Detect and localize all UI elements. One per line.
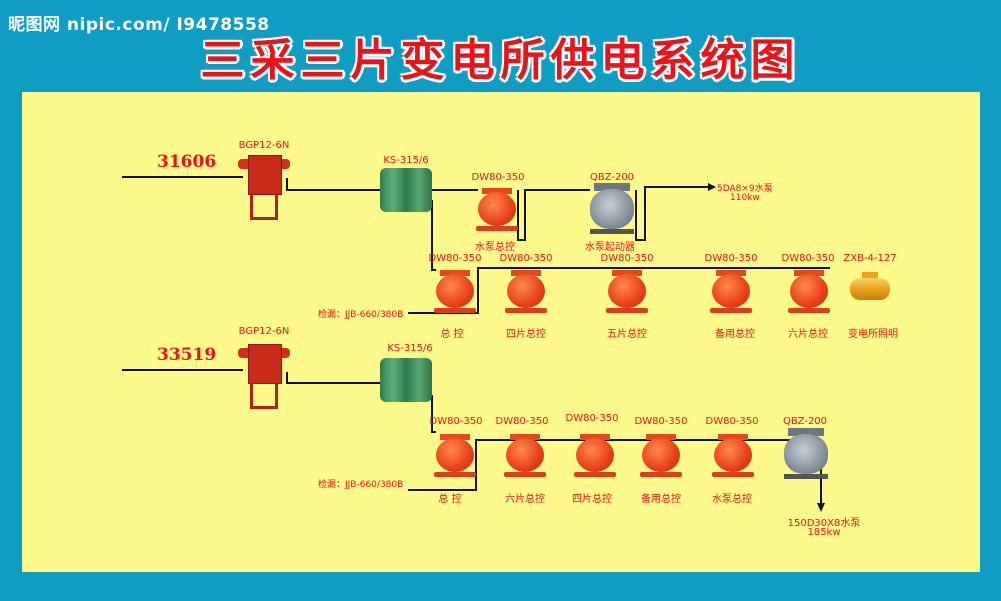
lighting-transformer-icon — [850, 270, 890, 304]
breaker-model: DW80-350 — [428, 253, 482, 264]
bgp-switchgear-icon — [238, 155, 290, 221]
breaker-label: 四片总控 — [506, 329, 546, 340]
switch-label: BGP12-6N — [238, 140, 290, 151]
pump-breaker-label: 水泵总控 — [475, 242, 515, 253]
breaker-model: DW80-350 — [600, 253, 654, 264]
breaker-icon — [434, 268, 476, 314]
switch-label: BGP12-6N — [238, 326, 290, 337]
breaker-model: DW80-350 — [499, 253, 553, 264]
breaker-label: 四片总控 — [572, 494, 612, 505]
breaker-label: 五片总控 — [607, 329, 647, 340]
breaker-label: 总 控 — [440, 329, 464, 340]
transformer-label: KS-315/6 — [383, 155, 429, 166]
watermark: 昵图网 nipic.com/ I9478558 — [8, 15, 270, 35]
bgp-switchgear-icon — [238, 344, 290, 410]
breaker-icon — [606, 268, 648, 314]
breaker-model: DW80-350 — [781, 253, 835, 264]
leak-detector-label: 检漏：JJB-660/380B — [318, 480, 404, 490]
breaker-icon — [434, 432, 476, 478]
breaker-model: DW80-350 — [429, 416, 483, 427]
pump-load-label: 150D30X8水泵 — [787, 518, 861, 529]
breaker-model: DW80-350 — [704, 253, 758, 264]
breaker-label: 六片总控 — [788, 329, 828, 340]
breaker-icon — [788, 268, 830, 314]
breaker-model: DW80-350 — [565, 413, 619, 424]
feeder-33519-label: 33519 — [157, 345, 217, 365]
breaker-label: 总 控 — [438, 494, 462, 505]
pump-breaker-model: DW80-350 — [471, 172, 525, 183]
transformer-label: KS-315/6 — [387, 343, 433, 354]
breaker-icon — [710, 268, 752, 314]
feeder-31606-label: 31606 — [157, 152, 217, 172]
pump-load-power: 185kw — [807, 527, 841, 538]
lighting-label: 变电所照明 — [848, 329, 898, 340]
starter-model: QBZ-200 — [782, 416, 828, 427]
starter-icon — [588, 183, 636, 235]
breaker-model: DW80-350 — [634, 416, 688, 427]
breaker-label: 备用总控 — [715, 329, 755, 340]
pump-load-power: 110kw — [730, 193, 760, 203]
transformer-icon — [380, 358, 432, 402]
breaker-icon — [640, 432, 682, 478]
breaker-label: 备用总控 — [641, 494, 681, 505]
breaker-icon — [504, 432, 546, 478]
page-title: 三采三片变电所供电系统图 — [200, 35, 801, 86]
breaker-icon — [505, 268, 547, 314]
pump-load-label: 5DA8×9水泵 — [717, 184, 773, 194]
breaker-icon — [574, 432, 616, 478]
starter-label: 水泵起动器 — [585, 242, 635, 253]
breaker-label: 六片总控 — [505, 494, 545, 505]
breaker-icon — [476, 186, 518, 232]
starter-icon — [782, 428, 830, 480]
breaker-label: 水泵总控 — [712, 494, 752, 505]
starter-model: QBZ-200 — [589, 172, 635, 183]
breaker-model: DW80-350 — [705, 416, 759, 427]
breaker-icon — [712, 432, 754, 478]
leak-detector-label: 检漏：JJB-660/380B — [318, 310, 404, 320]
breaker-model: DW80-350 — [495, 416, 549, 427]
transformer-icon — [380, 168, 432, 212]
lighting-transformer-model: ZXB-4-127 — [843, 253, 897, 264]
